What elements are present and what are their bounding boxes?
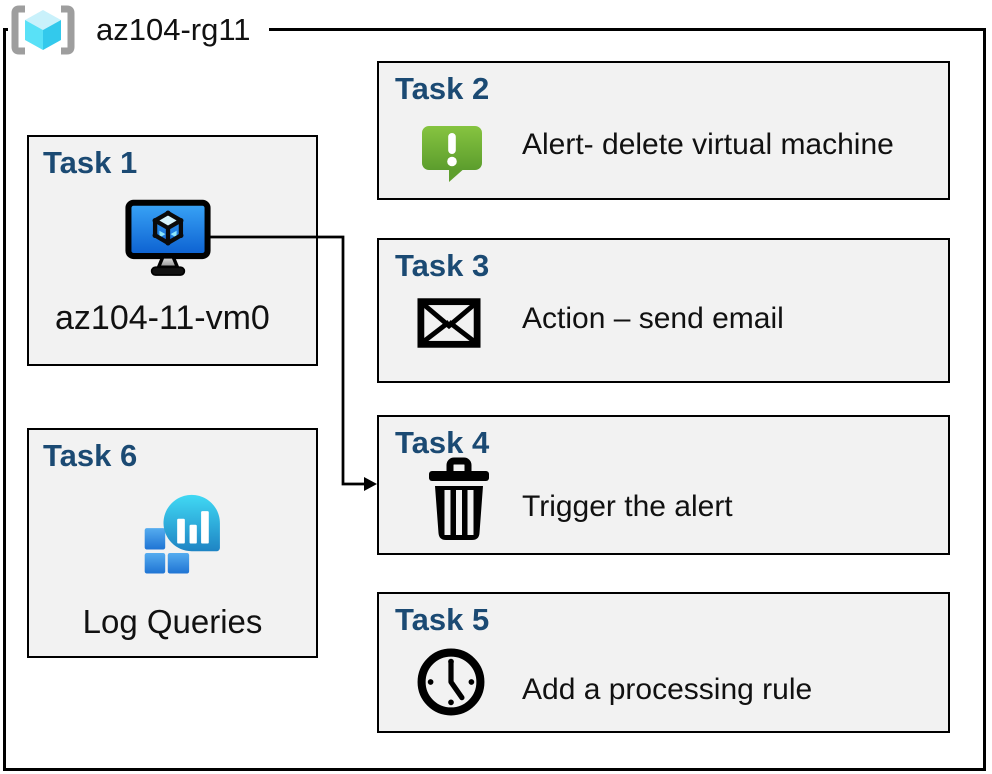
task3-title: Task 3 [395,248,490,283]
task1-title: Task 1 [43,145,138,180]
task1-box: Task 1 az104-11-vm0 [27,135,318,366]
virtual-machine-icon [125,199,211,276]
email-envelope-icon [417,298,481,348]
resource-group-frame [3,28,986,771]
task5-label: Add a processing rule [522,673,813,706]
clock-icon [417,648,485,716]
alert-message-icon [422,126,482,182]
task3-box: Task 3 Action – send email [377,238,950,383]
task2-box: Task 2 Alert- delete virtual machine [377,61,950,200]
task2-title: Task 2 [395,71,490,106]
task4-title: Task 4 [395,425,490,460]
task1-label: az104-11-vm0 [55,299,270,337]
trash-icon [429,457,489,540]
task5-box: Task 5 Add a processing rule [377,592,950,733]
task5-title: Task 5 [395,602,490,637]
task6-title: Task 6 [43,438,138,473]
task4-box: Task 4 Trigger the alert [377,415,950,555]
task6-label: Log Queries [82,603,263,640]
log-analytics-icon [144,494,220,574]
task3-label: Action – send email [522,302,784,335]
resource-group-icon [11,5,75,55]
resource-group-header: az104-rg11 [8,5,269,55]
task4-label: Trigger the alert [522,490,733,523]
resource-group-name: az104-rg11 [96,12,251,47]
task2-label: Alert- delete virtual machine [522,128,894,161]
task6-box: Task 6 Log Queries [27,428,318,658]
